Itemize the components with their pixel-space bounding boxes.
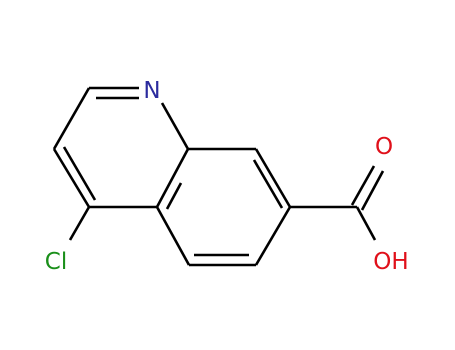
bond-c4-cl (68, 206, 91, 241)
bond-c8-c7 (254, 148, 292, 208)
hydroxyl-group-label: OH (373, 249, 408, 275)
bonds (52, 86, 385, 267)
bond-c-o-double-b (360, 170, 385, 211)
bond-c8a-n1 (160, 102, 190, 150)
bond-c4a-c8a (155, 148, 190, 208)
bond-c-oh (355, 206, 377, 241)
chlorine-atom-label: Cl (45, 249, 67, 275)
bond-c7-c6 (254, 206, 292, 266)
bond-c4a-c8a-inner (165, 182, 183, 210)
nitrogen-atom-label: N (143, 78, 160, 104)
bond-c3-c4 (52, 148, 91, 208)
bond-c3-c4-inner (62, 146, 97, 201)
bond-c5-c4a (155, 206, 191, 266)
bond-c2-c3 (52, 87, 91, 150)
carbonyl-oxygen-label: O (375, 134, 393, 160)
bond-c8-c7-inner (252, 159, 284, 209)
bond-c-o-double-a (350, 165, 376, 206)
